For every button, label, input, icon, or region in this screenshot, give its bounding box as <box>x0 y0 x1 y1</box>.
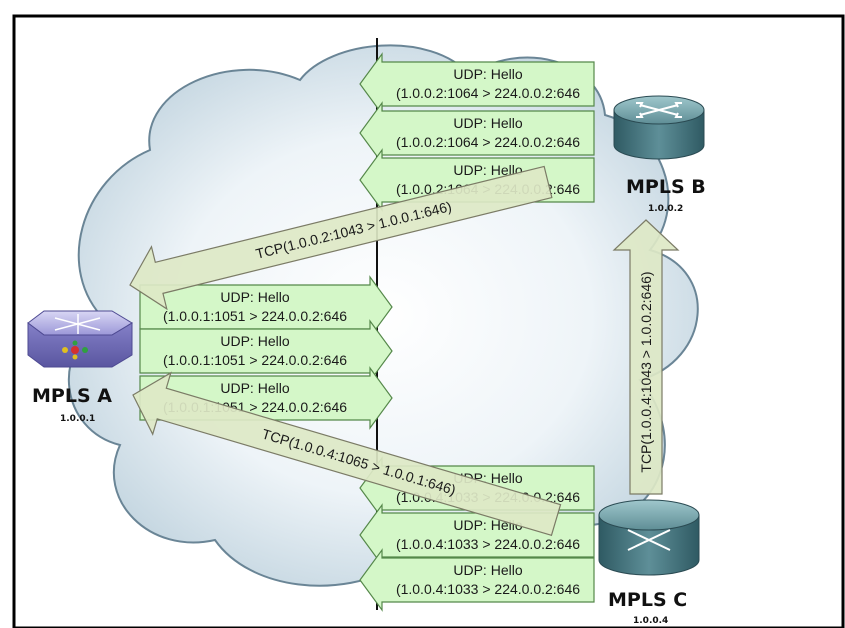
udp-hello-a-3-title: UDP: Hello <box>220 380 289 396</box>
router-b-name: MPLS B <box>626 176 706 198</box>
udp-hello-b-2: UDP: Hello (1.0.0.2:1064 > 224.0.0.2:646 <box>359 101 595 165</box>
router-a-name: MPLS A <box>32 385 112 407</box>
udp-hello-b-2-detail: (1.0.0.2:1064 > 224.0.0.2:646 <box>396 134 580 150</box>
switch-a-icon <box>27 310 133 368</box>
udp-hello-a-2-detail: (1.0.0.1:1051 > 224.0.0.2:646 <box>163 352 347 368</box>
udp-hello-a-1-detail: (1.0.0.1:1051 > 224.0.0.2:646 <box>163 308 347 324</box>
router-c-ip: 1.0.0.4 <box>633 616 668 626</box>
router-a-ip: 1.0.0.1 <box>60 414 95 424</box>
udp-hello-c-3-detail: (1.0.0.4:1033 > 224.0.0.2:646 <box>396 581 580 597</box>
udp-hello-c-3: UDP: Hello (1.0.0.4:1033 > 224.0.0.2:646 <box>359 548 595 612</box>
udp-hello-b-3-title: UDP: Hello <box>453 162 522 178</box>
udp-hello-b-1: UDP: Hello (1.0.0.2:1064 > 224.0.0.2:646 <box>359 52 595 116</box>
udp-hello-c-2: UDP: Hello(1.0.0.4:1033 > 224.0.0.2:646 <box>359 503 595 567</box>
udp-hello-c-3-title: UDP: Hello <box>453 562 522 578</box>
tcp-arrow-c-to-b-label: TCP(1.0.0.4:1043 > 1.0.0.2:646) <box>638 271 654 472</box>
udp-hello-a-1-title: UDP: Hello <box>220 289 289 305</box>
udp-hello-a-2: UDP: Hello (1.0.0.1:1051 > 224.0.0.2:646 <box>139 319 393 383</box>
udp-hello-b-1-title: UDP: Hello <box>453 66 522 82</box>
udp-hello-b-2-title: UDP: Hello <box>453 115 522 131</box>
udp-hello-a-2-title: UDP: Hello <box>220 333 289 349</box>
udp-hello-b-1-detail: (1.0.0.2:1064 > 224.0.0.2:646 <box>396 85 580 101</box>
udp-hello-a-1: UDP: Hello (1.0.0.1:1051 > 224.0.0.2:646 <box>139 275 393 339</box>
router-c-name: MPLS C <box>608 589 687 611</box>
router-c-icon <box>598 499 700 576</box>
router-b-icon <box>613 95 705 160</box>
router-b-ip: 1.0.0.2 <box>648 204 683 214</box>
tcp-arrow-c-to-b: TCP(1.0.0.4:1043 > 1.0.0.2:646) <box>612 219 680 495</box>
udp-hello-c-2-detail: (1.0.0.4:1033 > 224.0.0.2:646 <box>396 536 580 552</box>
diagram-frame <box>12 14 845 628</box>
